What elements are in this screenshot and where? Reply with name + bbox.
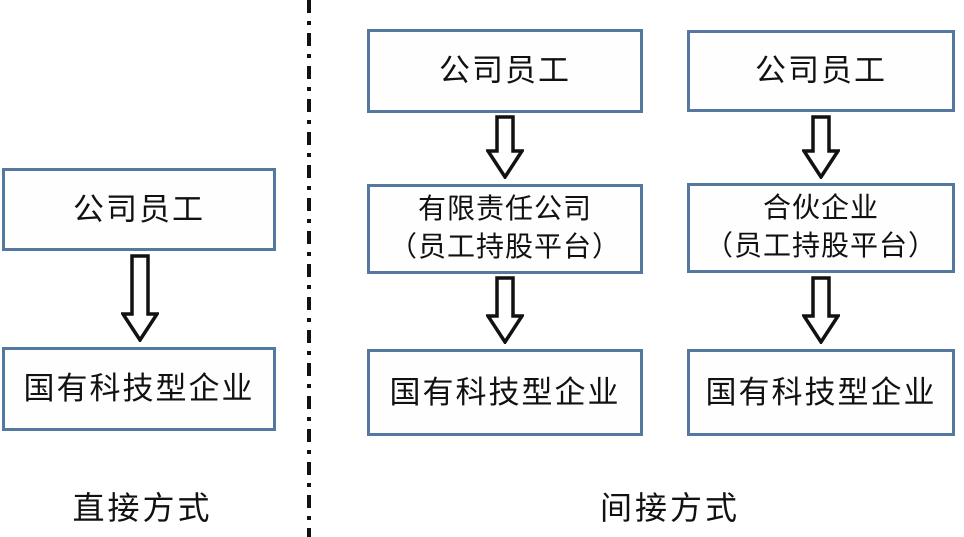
down-arrow-icon	[802, 115, 840, 179]
indirect-partnership-enterprise-label: 国有科技型企业	[705, 374, 937, 410]
down-arrow-icon	[802, 276, 840, 344]
indirect-llc-platform-line1: 有限责任公司	[417, 194, 592, 225]
indirect-llc-enterprise-box: 国有科技型企业	[367, 349, 643, 436]
indirect-llc-enterprise-label: 国有科技型企业	[389, 374, 621, 410]
indirect-llc-employee-box: 公司员工	[367, 29, 643, 113]
indirect-llc-platform-line2: （员工持股平台）	[388, 232, 621, 263]
down-arrow-icon	[121, 254, 159, 342]
down-arrow-shape	[802, 115, 840, 179]
down-arrow-icon	[486, 276, 524, 344]
direct-employee-label: 公司员工	[73, 191, 205, 227]
indirect-method-caption: 间接方式	[599, 490, 740, 526]
indirect-llc-employee-label: 公司员工	[439, 53, 571, 89]
down-arrow-shape	[802, 276, 840, 344]
indirect-partnership-platform-line1: 合伙企业	[762, 193, 879, 224]
down-arrow-icon	[486, 115, 524, 179]
divider-dashed-line	[307, 0, 311, 537]
direct-enterprise-label: 国有科技型企业	[23, 371, 255, 407]
indirect-partnership-platform-box: 合伙企业 （员工持股平台）	[687, 183, 955, 273]
down-arrow-shape	[486, 276, 524, 344]
direct-employee-box: 公司员工	[2, 168, 276, 251]
down-arrow-shape	[121, 254, 159, 342]
indirect-llc-platform-box: 有限责任公司 （员工持股平台）	[367, 184, 643, 274]
indirect-partnership-platform-line2: （员工持股平台）	[704, 231, 937, 262]
indirect-partnership-employee-label: 公司员工	[755, 53, 887, 89]
indirect-partnership-employee-box: 公司员工	[687, 30, 955, 112]
down-arrow-shape	[486, 115, 524, 179]
direct-method-caption: 直接方式	[72, 490, 213, 526]
direct-enterprise-box: 国有科技型企业	[2, 347, 276, 431]
indirect-partnership-enterprise-box: 国有科技型企业	[687, 349, 955, 436]
